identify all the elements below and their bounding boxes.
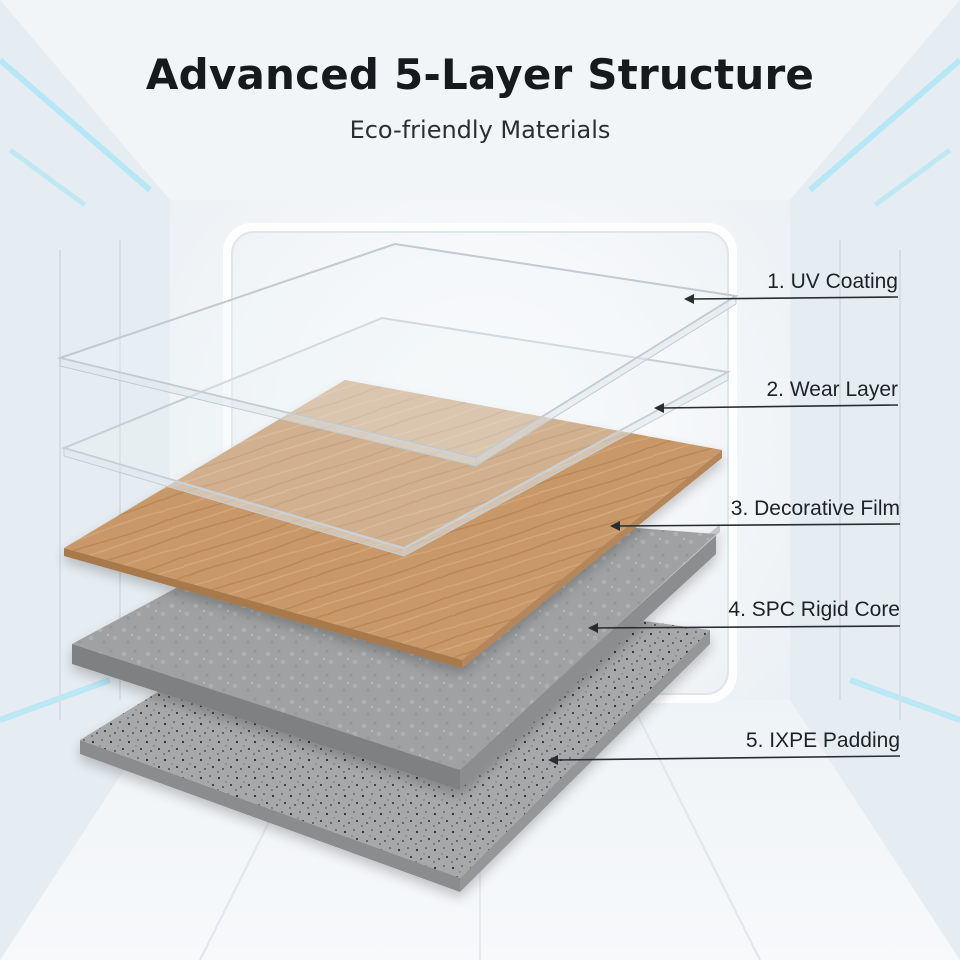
leader-line-spc-rigid-core	[588, 623, 901, 633]
layer-wear-layer	[60, 316, 732, 557]
layer-uv-coating	[56, 242, 739, 467]
leader-line-uv-coating	[684, 294, 899, 304]
label-ixpe-padding: 5. IXPE Padding	[745, 729, 900, 752]
leader-line-decorative-film	[610, 521, 901, 531]
page-title: Advanced 5-Layer Structure	[145, 50, 815, 99]
label-wear-layer: 2. Wear Layer	[766, 378, 898, 401]
page-subtitle: Eco-friendly Materials	[349, 116, 611, 144]
leader-line-ixpe-padding	[548, 755, 901, 765]
leader-line-wear-layer	[654, 403, 899, 413]
leader-lines	[548, 294, 901, 765]
layer-decorative-film	[64, 380, 722, 668]
label-spc-rigid-core: 4. SPC Rigid Core	[728, 598, 900, 621]
label-uv-coating: 1. UV Coating	[767, 270, 898, 293]
label-decorative-film: 3. Decorative Film	[730, 497, 900, 520]
